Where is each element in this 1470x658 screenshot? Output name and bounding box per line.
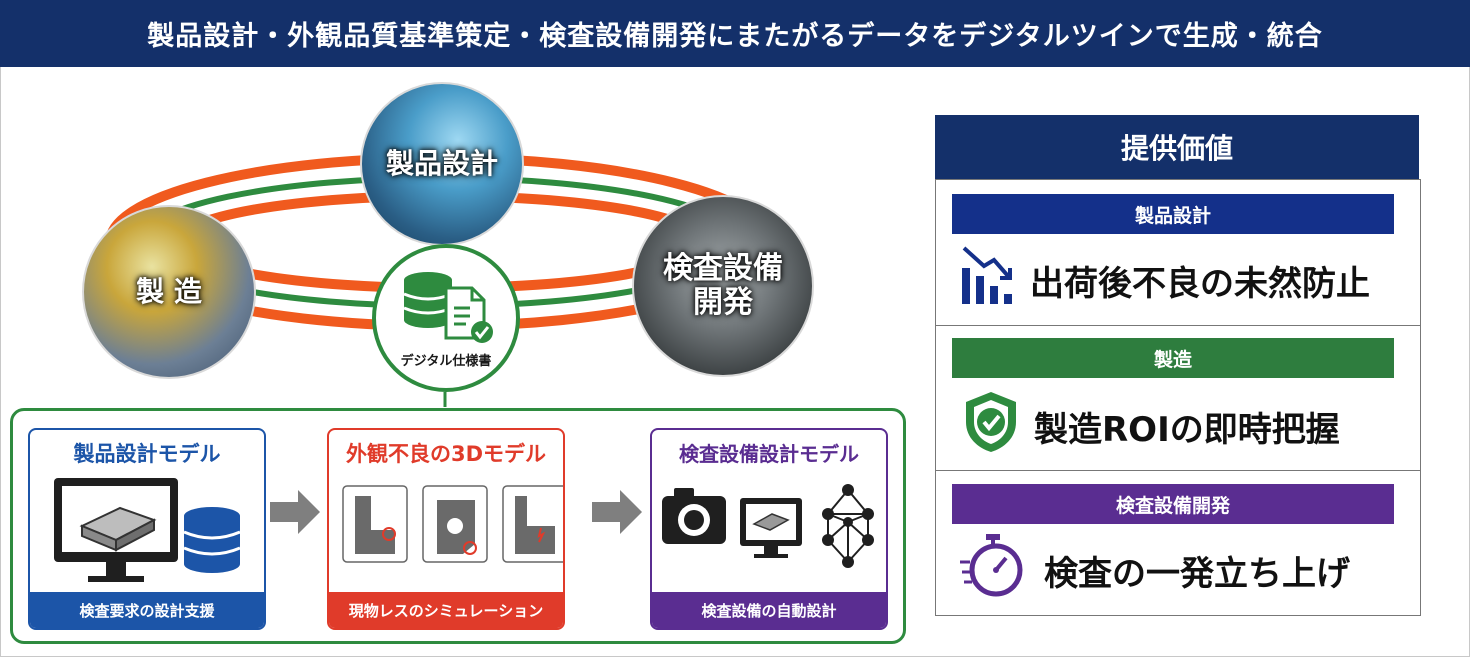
card-title: 検査設備設計モデル [679, 442, 859, 466]
monitor-database-icon [54, 478, 241, 582]
page-title-banner: 製品設計・外観品質基準策定・検査設備開発にまたがるデータをデジタルツインで生成・… [0, 0, 1470, 67]
stopwatch-icon [960, 534, 1023, 597]
node-manufacturing-label: 製 造 [136, 274, 202, 308]
value-text-product-design: 出荷後不良の未然防止 [1030, 264, 1370, 304]
value-text-inspection-development: 検査の一発立ち上げ [1044, 554, 1350, 594]
value-list [935, 179, 1421, 616]
card-footer: 検査要求の設計支援 [30, 592, 264, 628]
value-category-manufacturing: 製造 [952, 338, 1394, 378]
arrow-right-icon [270, 490, 320, 534]
declining-chart-icon [962, 246, 1012, 304]
card-title: 外観不良の3Dモデル [345, 442, 547, 466]
value-header: 提供価値 [935, 115, 1419, 179]
value-text-manufacturing: 製造ROIの即時把握 [1034, 410, 1340, 450]
card-footer: 現物レスのシミュレーション [329, 592, 563, 628]
divider [935, 470, 1421, 471]
arrow-right-icon [592, 490, 642, 534]
node-inspection-label: 検査設備 開発 [663, 250, 783, 321]
node-inspection-development: 検査設備 開発 [632, 195, 814, 377]
page-title: 製品設計・外観品質基準策定・検査設備開発にまたがるデータをデジタルツインで生成・… [147, 21, 1323, 52]
card-footer: 検査設備の自動設計 [652, 592, 886, 628]
node-inspection-label-line2: 開発 [693, 285, 753, 320]
shield-check-icon [966, 392, 1016, 452]
database-document-icon [403, 272, 493, 343]
inspection-equipment-model-card: 検査設備設計モデル 検査設備の自動設計 [650, 428, 888, 630]
divider [935, 325, 1421, 326]
value-category-inspection-development: 検査設備開発 [952, 484, 1394, 524]
hub-label: デジタル仕様書 [400, 354, 492, 369]
node-manufacturing: 製 造 [82, 205, 256, 379]
defect-3d-model-card: 外観不良の3Dモデル 現物レスのシミュレーション [327, 428, 565, 630]
value-category-product-design: 製品設計 [952, 194, 1394, 234]
defect-parts-icon [342, 485, 563, 563]
digital-spec-hub: デジタル仕様書 [372, 244, 520, 392]
node-product-design: 製品設計 [360, 82, 524, 246]
camera-monitor-network-icon [662, 484, 874, 568]
card-title: 製品設計モデル [73, 442, 221, 466]
node-inspection-label-line1: 検査設備 [663, 250, 783, 286]
product-design-model-card: 製品設計モデル 検査要求の設計支援 [28, 428, 266, 630]
node-product-design-label: 製品設計 [385, 146, 498, 180]
models-container [10, 408, 906, 644]
